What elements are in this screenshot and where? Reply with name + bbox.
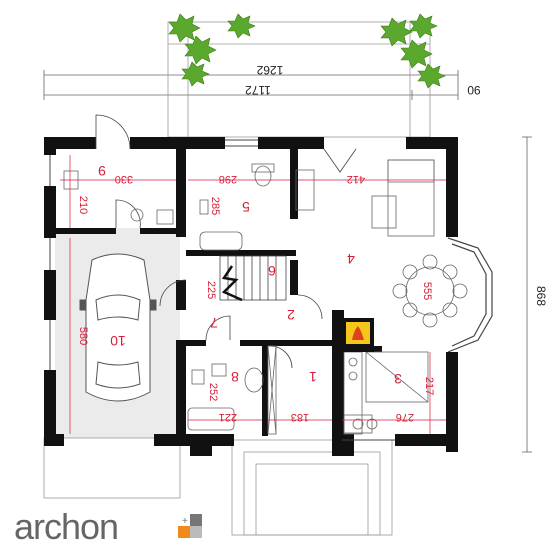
entrance-steps — [231, 439, 393, 536]
dim-kitchen-bottom: 276 — [396, 411, 414, 423]
dim-bath-side: 285 — [209, 197, 221, 215]
dim-living-top: 412 — [347, 173, 365, 185]
dim-dining-table: 555 — [421, 282, 433, 300]
car — [79, 253, 157, 402]
room-3: 3 — [394, 371, 402, 387]
dim-right-offset: 90 — [467, 83, 481, 97]
room-10: 10 — [110, 333, 126, 349]
dim-right-depth: 868 — [534, 286, 548, 306]
room-8: 8 — [231, 369, 239, 385]
plants — [168, 13, 446, 89]
room-1: 1 — [309, 369, 317, 385]
dimension-labels: 1262 1172 90 868 330 210 580 298 285 412… — [77, 63, 548, 423]
fireplace — [342, 318, 374, 352]
hall-storage — [267, 345, 277, 435]
walls — [44, 137, 458, 456]
room-4: 4 — [347, 251, 355, 267]
stair-arrow — [221, 265, 243, 302]
dimension-lines — [43, 70, 532, 453]
room-6: 6 — [268, 263, 276, 279]
room-7: 7 — [210, 315, 218, 331]
brand-mark-icon: + — [178, 514, 202, 538]
dim-hall-bottom: 183 — [291, 411, 309, 423]
dim-stair-side: 225 — [205, 281, 217, 299]
dim-kitchen-side: 217 — [423, 377, 435, 395]
windows — [49, 139, 395, 441]
dim-wc-bottom: 221 — [219, 411, 237, 423]
red-dimension-lines — [60, 155, 446, 434]
dim-garage-side: 210 — [77, 196, 89, 214]
garage-apron — [43, 437, 181, 499]
room-9: 9 — [98, 163, 106, 179]
dim-garage-top: 330 — [115, 173, 133, 185]
room-numbers: 1 2 3 4 5 6 7 8 9 10 — [98, 163, 402, 387]
dim-inner-top: 1172 — [245, 83, 271, 97]
dim-outer-top: 1262 — [256, 63, 283, 77]
brand-logo: archon — [14, 506, 119, 547]
dim-wc-side: 252 — [207, 383, 219, 401]
door-swings — [95, 114, 357, 369]
dim-bath-top: 298 — [219, 173, 237, 185]
bay-window — [447, 237, 493, 353]
room-2: 2 — [287, 307, 295, 323]
brand-mark-text: + — [182, 516, 188, 527]
room-5: 5 — [242, 199, 250, 215]
dim-garage-long: 580 — [77, 327, 89, 345]
